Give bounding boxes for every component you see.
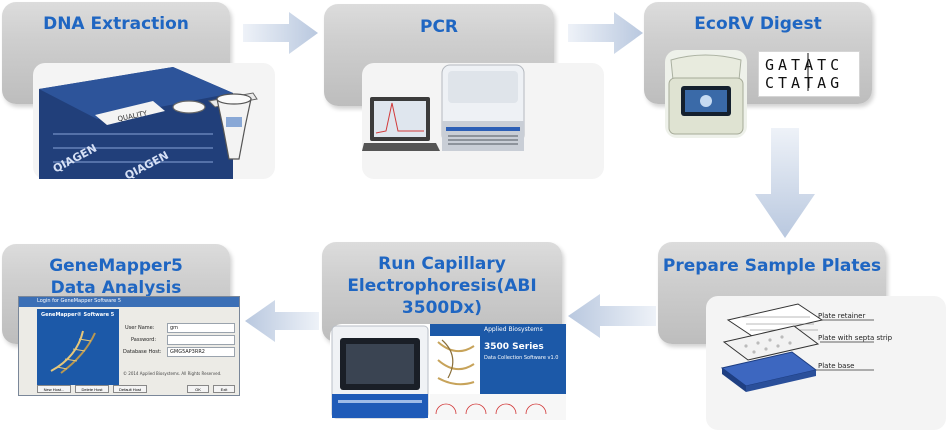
dialog-button-row: New Host... Delete Host Default Host OK …: [37, 385, 237, 393]
user-name-input[interactable]: gm: [167, 323, 235, 333]
user-name-label: User Name:: [125, 325, 155, 331]
default-host-button[interactable]: Default Host: [113, 385, 147, 393]
step-title: GeneMapper5 Data Analysis: [49, 256, 183, 298]
software-blue-panel: Applied Biosystems 3500 Series Data Coll…: [480, 324, 566, 394]
sequence-bottom-strand: CTATAG: [765, 74, 844, 92]
arrow-left-icon: [568, 294, 656, 338]
password-input[interactable]: [167, 335, 235, 345]
centrifuge-image: [668, 54, 744, 135]
sequence-top-strand: GATATC: [765, 56, 844, 74]
dna-helix-icon: [50, 330, 96, 374]
sequencer-image-panel: Applied Biosystems 3500 Series Data Coll…: [330, 324, 566, 420]
password-label: Password:: [131, 337, 157, 343]
qiagen-kit-image: QUALITY QIAGEN QIAGEN: [39, 67, 258, 179]
ok-button[interactable]: OK: [187, 385, 209, 393]
software-series: 3500 Series: [484, 342, 544, 352]
sample-plates-image-panel: Plate retainer Plate with septa strip Pl…: [706, 296, 946, 430]
step-title: DNA Extraction: [43, 14, 189, 34]
step-title: Prepare Sample Plates: [662, 256, 882, 276]
dna-extraction-image-panel: QUALITY QIAGEN QIAGEN: [33, 63, 275, 179]
cut-site-marker: [807, 53, 809, 91]
sequencer-software-screen: Applied Biosystems 3500 Series Data Coll…: [430, 324, 566, 420]
user-name-value: gm: [170, 325, 179, 331]
dialog-banner: GeneMapper® Software 5: [37, 309, 119, 385]
database-host-select[interactable]: GMG5AP3RR2: [167, 347, 235, 357]
dialog-banner-title: GeneMapper® Software 5: [41, 312, 115, 318]
plate-base-label: Plate base: [818, 362, 854, 370]
arrow-left-icon: [245, 300, 319, 342]
dna-helix-icon: [437, 339, 475, 386]
software-brand: Applied Biosystems: [484, 326, 543, 333]
gauge-strip-image: [430, 394, 566, 420]
delete-host-button[interactable]: Delete Host: [75, 385, 109, 393]
arrow-down-icon: [755, 128, 815, 238]
new-host-button[interactable]: New Host...: [37, 385, 71, 393]
sequencer-instrument-image: [331, 325, 429, 419]
ecorv-recognition-sequence: GATATC CTATAG: [758, 51, 860, 97]
step-title: PCR: [419, 17, 459, 37]
plate-retainer-label: Plate retainer: [818, 312, 865, 320]
step-title: Run Capillary Electrophoresis(ABI 3500Dx…: [347, 254, 537, 318]
arrow-right-icon: [568, 12, 643, 54]
genemapper-login-dialog: Login for GeneMapper Software 5 GeneMapp…: [18, 296, 240, 396]
database-host-label: Database Host:: [123, 349, 162, 355]
thermal-cycler-image: [362, 64, 525, 151]
database-host-value: GMG5AP3RR2: [170, 349, 205, 355]
pcr-image-panel: [362, 63, 604, 179]
plate-septa-label: Plate with septa strip: [818, 334, 893, 342]
ecorv-image-panel: [665, 50, 747, 138]
step-title: EcoRV Digest: [694, 14, 822, 34]
dialog-copyright: © 2014 Applied Biosystems. All Rights Re…: [123, 371, 222, 376]
dialog-title: Login for GeneMapper Software 5: [37, 298, 121, 304]
dialog-title-bar: Login for GeneMapper Software 5: [19, 297, 239, 307]
software-subtitle: Data Collection Software v1.0: [484, 355, 559, 361]
arrow-right-icon: [243, 12, 318, 54]
plate-assembly-image: Plate retainer Plate with septa strip Pl…: [720, 303, 893, 392]
exit-button[interactable]: Exit: [213, 385, 235, 393]
